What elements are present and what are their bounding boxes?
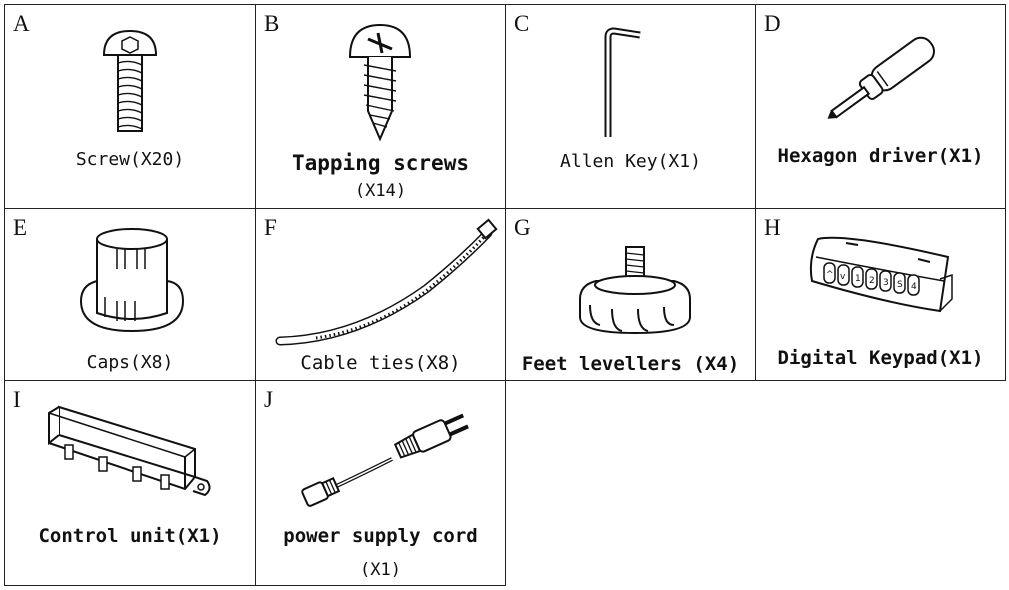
part-cell-d: D Hexagon driver(X1)	[755, 4, 1006, 209]
part-cell-j: J power supply cord (X1)	[255, 380, 506, 586]
keypad-key-s-label: S	[897, 280, 903, 290]
tapping-screw-icon	[348, 19, 412, 144]
part-cell-c: C Allen Key(X1)	[505, 4, 756, 209]
keypad-key-3-label: 3	[883, 278, 889, 288]
part-quantity: (X1)	[360, 560, 401, 580]
cap-icon	[77, 225, 187, 337]
cable-tie-icon	[276, 219, 496, 349]
part-caption: Control unit(X1)	[38, 525, 222, 547]
part-letter: A	[13, 11, 30, 36]
part-cell-f: F Cable ties(X8)	[255, 208, 506, 381]
part-letter: I	[13, 387, 21, 412]
part-letter: C	[514, 11, 530, 36]
keypad-key-1-label: 1	[855, 274, 861, 284]
part-caption: Allen Key(X1)	[560, 151, 701, 172]
power-cord-icon	[296, 397, 476, 509]
part-quantity: (X14)	[354, 181, 407, 201]
part-cell-g: G Feet levellers (X4)	[505, 208, 756, 381]
part-letter: E	[13, 215, 28, 240]
part-cell-i: I Control unit(X1)	[4, 380, 256, 586]
part-cell-e: E Caps(X8)	[4, 208, 256, 381]
part-letter: F	[264, 215, 277, 240]
part-caption: Hexagon driver(X1)	[777, 145, 984, 167]
screwdriver-icon	[827, 25, 961, 119]
keypad-icon: ^ v 1 2 3 S 4	[806, 229, 956, 321]
part-letter: B	[264, 11, 280, 36]
part-letter: D	[764, 11, 781, 36]
keypad-key-4-label: 4	[911, 282, 917, 292]
part-letter: H	[764, 215, 781, 240]
allen-key-icon	[598, 27, 648, 142]
part-caption: Digital Keypad(X1)	[777, 347, 984, 369]
feet-leveller-icon	[576, 245, 694, 337]
part-caption: Tapping screws	[291, 151, 469, 175]
keypad-down-key-label: v	[840, 272, 846, 282]
part-cell-h: H ^ v 1 2 3 S 4 Digital Keypad(X1)	[755, 208, 1006, 381]
screw-icon	[100, 27, 160, 137]
part-cell-b: B Tapping screws (X14)	[255, 4, 506, 209]
part-letter: G	[514, 215, 531, 240]
keypad-up-key-label: ^	[826, 270, 834, 280]
part-caption: Cable ties(X8)	[300, 352, 461, 374]
part-letter: J	[264, 387, 273, 412]
control-unit-icon	[45, 399, 215, 507]
part-caption: Caps(X8)	[86, 352, 174, 373]
part-cell-a: A Screw(X20)	[4, 4, 256, 209]
keypad-key-2-label: 2	[869, 276, 875, 286]
part-caption: power supply cord	[283, 525, 478, 547]
part-caption: Screw(X20)	[75, 149, 185, 170]
part-caption: Feet levellers (X4)	[521, 353, 740, 375]
